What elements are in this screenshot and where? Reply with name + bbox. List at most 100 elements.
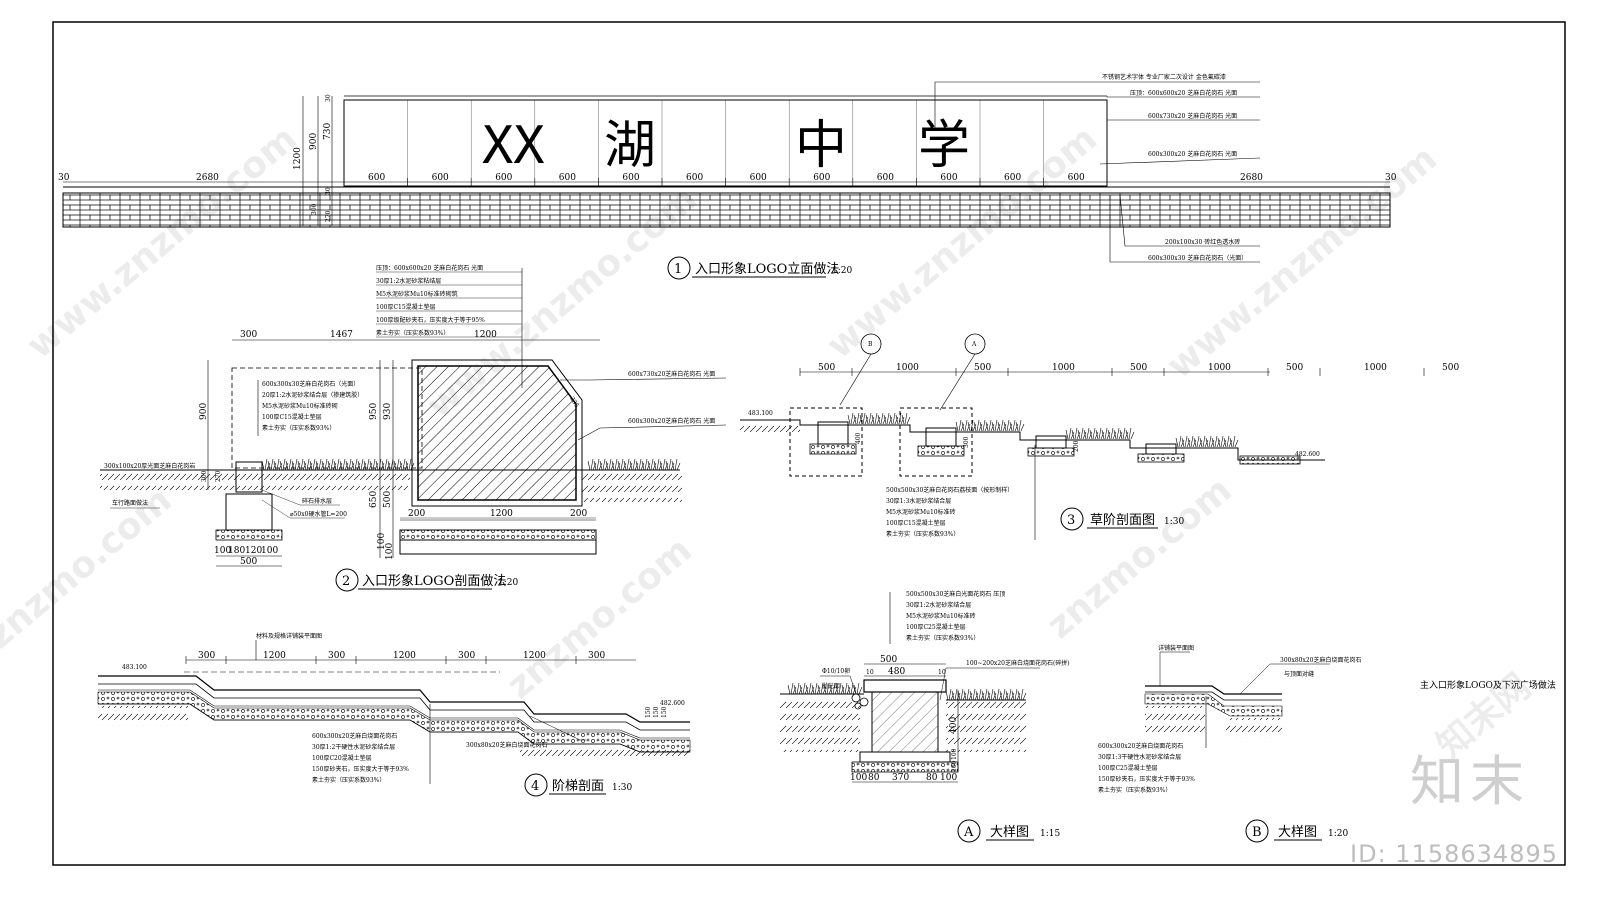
- section-title: 大样图: [990, 825, 1029, 840]
- note: 300x80x20芝麻白烧面花岗石: [466, 741, 548, 749]
- section-2-logo-section: 压顶：600x600x20 芝麻白花岗石 光面30厚1:2水泥砂浆粘结层M5水泥…: [100, 264, 727, 592]
- elevation: 482.600: [660, 700, 685, 707]
- dim: 1200: [393, 651, 416, 661]
- dim: 600: [877, 173, 894, 183]
- note: 100厚C25混凝土垫层: [1098, 764, 1158, 772]
- note: 500x500x30芝麻白光面花岗石 压顶: [906, 590, 1005, 598]
- dim: 1200: [490, 509, 513, 519]
- note: 车行路面做法: [112, 499, 148, 507]
- note: 600x300x30芝麻白花岗石（光面）: [262, 380, 359, 388]
- note: 素土夯实（压实系数93%）: [1098, 786, 1171, 794]
- dim: 200: [408, 509, 425, 519]
- vdim: 300: [201, 470, 208, 482]
- note: ⌀50x0硬水管L=200: [290, 510, 347, 518]
- sec2-top-notes: 压顶：600x600x20 芝麻白花岗石 光面30厚1:2水泥砂浆粘结层M5水泥…: [376, 264, 522, 338]
- vdim: 730: [323, 123, 333, 140]
- dim: 300: [588, 651, 605, 661]
- vdim: 100: [385, 543, 395, 560]
- vdim: 150: [645, 706, 652, 718]
- note: 600x730x20 芝麻白花岗石 光面: [1148, 112, 1237, 120]
- note: 100厚C15混凝土垫层: [376, 303, 436, 311]
- dim: 10: [938, 669, 946, 676]
- dim: 500: [1286, 363, 1303, 373]
- elevation: 483.100: [122, 664, 147, 671]
- title-number: 4: [531, 779, 539, 794]
- scale: 1:20: [1328, 829, 1348, 839]
- sheet-border: [52, 21, 1566, 866]
- vdim: 900: [309, 133, 319, 150]
- grass: [847, 412, 1239, 448]
- dim: 180: [228, 546, 245, 556]
- scale: 1:30: [1164, 517, 1184, 527]
- brand-watermark: 知末: [1410, 750, 1530, 813]
- watermark: www.znzmo.com: [1159, 138, 1444, 387]
- note: M5水泥砂浆Mu10标准砖砌: [262, 402, 338, 410]
- title-number: 2: [342, 574, 350, 589]
- vdim: 200: [1073, 440, 1080, 452]
- brick-base-wall: [62, 192, 1391, 228]
- note: 20厚1:2水泥砂浆结合层（掺建筑胶）: [262, 391, 363, 399]
- grass: [787, 682, 1027, 701]
- dim: 500: [880, 655, 897, 665]
- note: 不锈钢艺术字体 专业厂家二次设计 金色氟碳漆: [1102, 73, 1226, 81]
- dim: 300: [240, 330, 257, 340]
- note: 素土夯实（压实系数93%）: [886, 530, 959, 538]
- vdim: 300: [963, 436, 970, 448]
- vdim: 950: [369, 403, 379, 420]
- note: 100~200x20芝麻白烧面花岗石(碎拼): [966, 659, 1070, 667]
- dim: 10: [866, 669, 874, 676]
- note: M5水泥砂浆Mu10标准砖砌筑: [376, 290, 458, 298]
- note: 600x300x20芝麻白烧面花岗石: [312, 732, 397, 740]
- note: 150厚砂夹石，压实度大于等于93%: [1098, 775, 1195, 783]
- note: 300x100x20厚光面芝麻白花岗岩: [104, 462, 195, 470]
- dim: 600: [368, 173, 385, 183]
- dim: 500: [974, 363, 991, 373]
- vdim: 30: [325, 187, 332, 195]
- note: 200x100x30 砖红色透水砖: [1165, 238, 1240, 246]
- section-title: 入口形象LOGO剖面做法: [362, 574, 506, 589]
- dim: 100: [850, 773, 867, 783]
- note: 100厚C15混凝土垫层: [886, 519, 946, 527]
- vdim: 150: [653, 706, 660, 718]
- dim: 600: [813, 173, 830, 183]
- dim: 1200: [474, 330, 497, 340]
- section-b-detail: 详铺装平面图 300x80x20芝麻白烧面花岗石 与顶面对缝 600x300x2…: [1098, 644, 1362, 843]
- dim: 600: [559, 173, 576, 183]
- grass: [261, 458, 681, 471]
- note: 500x500x30芝麻白花岗石荔枝面（按形制样）: [886, 486, 1013, 494]
- note: 抛光面: [822, 682, 840, 690]
- note: 30厚1:3水泥砂浆结合层: [886, 497, 951, 505]
- section-title: 阶梯剖面: [552, 779, 604, 794]
- vdim: 100: [951, 748, 958, 760]
- note: 素土夯实（压实系数93%）: [906, 634, 979, 642]
- dim: 500: [1442, 363, 1459, 373]
- vdim: 400: [949, 717, 959, 734]
- note: 30厚1:3干硬性水泥砂浆结合层: [1098, 753, 1181, 761]
- note: 300x80x20芝麻白烧面花岗石: [1280, 656, 1362, 664]
- dim: 480: [888, 667, 905, 677]
- dim: 100: [261, 546, 278, 556]
- dim: 80: [926, 773, 938, 783]
- sign-char: 中: [795, 116, 847, 176]
- vdim: 400: [855, 432, 862, 444]
- dim: 600: [1068, 173, 1085, 183]
- dim: 600: [432, 173, 449, 183]
- sign-char: 湖: [604, 116, 656, 176]
- dim: 200: [570, 509, 587, 519]
- vdim: 650: [369, 491, 379, 508]
- dim: 100: [214, 546, 231, 556]
- dim: 600: [622, 173, 639, 183]
- note: 600x730x20芝麻白花岗石 光面: [628, 370, 715, 378]
- title-number: B: [1252, 825, 1262, 840]
- dim: 300: [328, 651, 345, 661]
- dim: 100: [940, 773, 957, 783]
- section-title: 大样图: [1278, 825, 1317, 840]
- sec3-notes: 500x500x30芝麻白花岗石荔枝面（按形制样）30厚1:3水泥砂浆结合层M5…: [886, 486, 1013, 538]
- note: 碎石排水层: [302, 497, 332, 505]
- vdim: 1200: [293, 147, 303, 170]
